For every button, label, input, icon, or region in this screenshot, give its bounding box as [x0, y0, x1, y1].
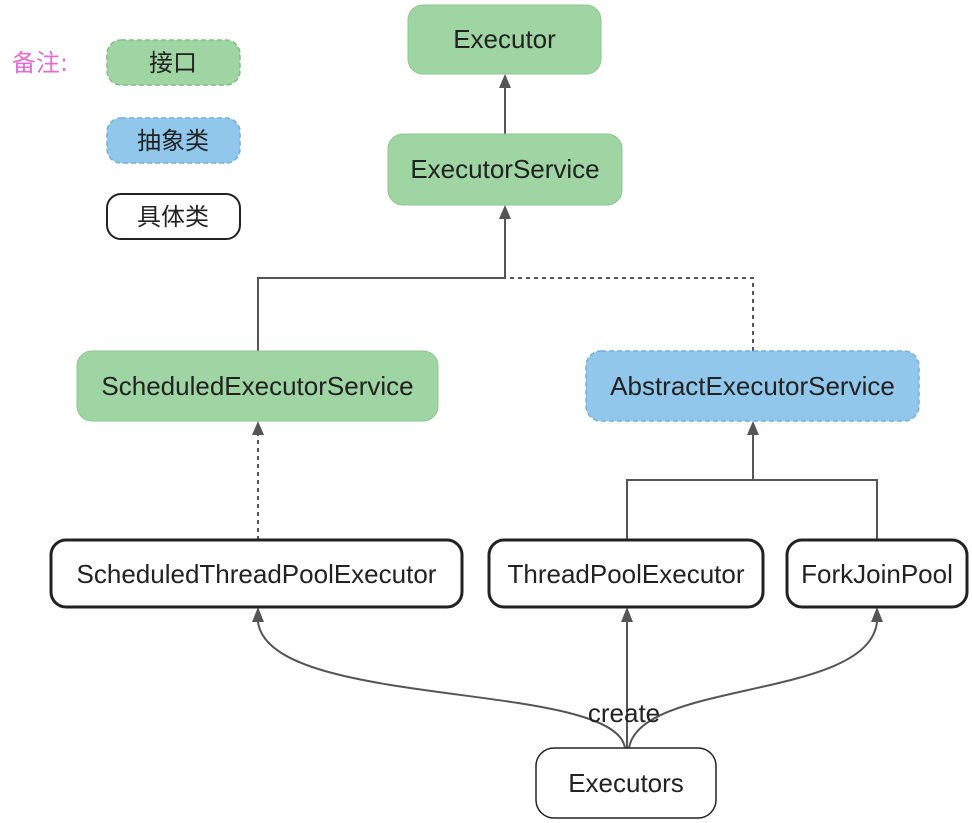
arrowhead — [747, 421, 759, 435]
arrowhead — [252, 607, 264, 622]
node-executors-label: Executors — [568, 768, 684, 798]
legend-concrete-swatch — [106, 193, 241, 240]
edge-executors-stpe — [257, 621, 626, 749]
node-thread-pool-executor — [487, 538, 765, 609]
legend-abstract-swatch — [106, 117, 241, 164]
edge-abstractexecutorservice-executorservice — [505, 277, 754, 351]
node-executor — [407, 4, 602, 75]
legend-concrete-label: 具体类 — [137, 203, 209, 231]
legend-interface-swatch — [106, 39, 241, 86]
node-scheduled-executor-service — [76, 350, 439, 422]
node-fork-join-pool — [785, 538, 969, 609]
arrowhead — [499, 205, 511, 219]
node-fork-join-pool-label: ForkJoinPool — [801, 559, 953, 589]
legend-abstract-label: 抽象类 — [137, 127, 209, 155]
node-executor-service-label: ExecutorService — [410, 154, 599, 184]
arrowhead — [499, 74, 511, 88]
legend-title: 备注: — [12, 49, 68, 77]
node-executors — [535, 747, 717, 819]
edge-scheduledexecutorservice-executorservice — [257, 218, 506, 351]
arrowhead — [252, 421, 264, 435]
node-abstract-executor-service-label: AbstractExecutorService — [610, 371, 895, 401]
node-thread-pool-executor-label: ThreadPoolExecutor — [507, 559, 744, 589]
arrowhead — [621, 607, 633, 622]
node-scheduled-thread-pool-executor-label: ScheduledThreadPoolExecutor — [77, 559, 437, 589]
node-scheduled-thread-pool-executor — [49, 538, 464, 609]
arrowhead — [871, 607, 883, 622]
create-edge-label: create — [588, 698, 660, 728]
legend-interface-label: 接口 — [149, 49, 197, 77]
node-executor-service — [387, 133, 623, 206]
edge-executors-fjp — [628, 621, 878, 749]
node-abstract-executor-service — [585, 350, 920, 422]
edge-tpe-fjp-merge — [626, 479, 878, 540]
node-executor-label: Executor — [453, 24, 556, 54]
node-scheduled-executor-service-label: ScheduledExecutorService — [101, 371, 413, 401]
